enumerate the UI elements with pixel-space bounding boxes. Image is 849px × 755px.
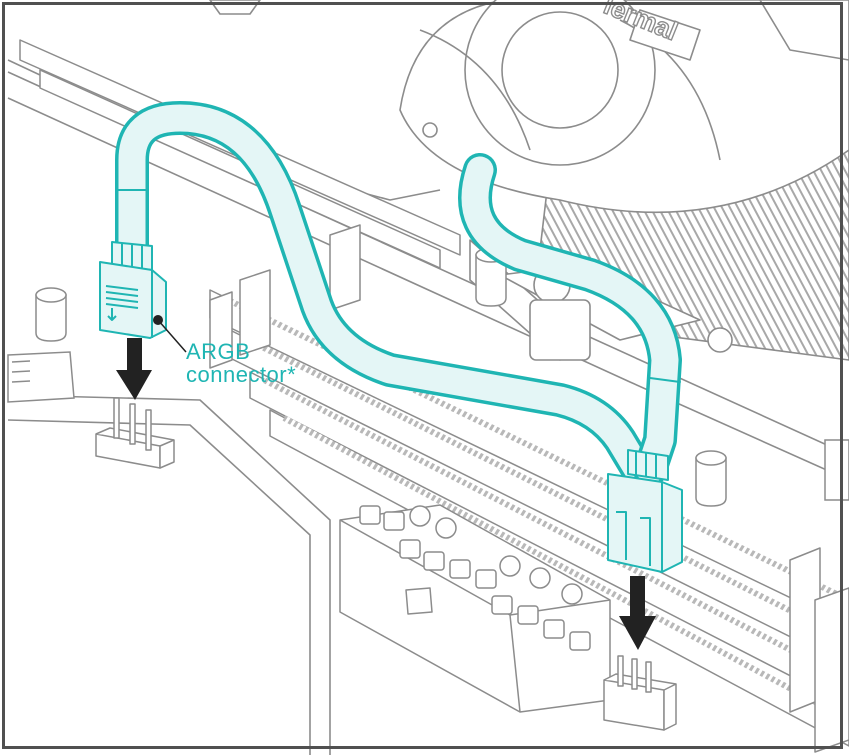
callout-leader [153, 315, 187, 353]
argb-plug-right [607, 449, 683, 573]
down-arrow-icon [116, 338, 152, 400]
insert-arrow-right [619, 576, 656, 650]
io-header-left [7, 351, 75, 403]
argb-label-line2: connector* [186, 362, 297, 387]
atx-power-connector [339, 504, 611, 713]
argb-header-left [95, 397, 175, 469]
down-arrow-icon [619, 576, 656, 650]
argb-cable [115, 101, 682, 487]
argb-header-right [603, 655, 677, 731]
argb-label-line1: ARGB [186, 339, 251, 364]
argb-connector-label: ARGB connector* [186, 340, 296, 386]
insert-arrow-left [116, 338, 152, 400]
cpu-cooler [209, 0, 849, 361]
